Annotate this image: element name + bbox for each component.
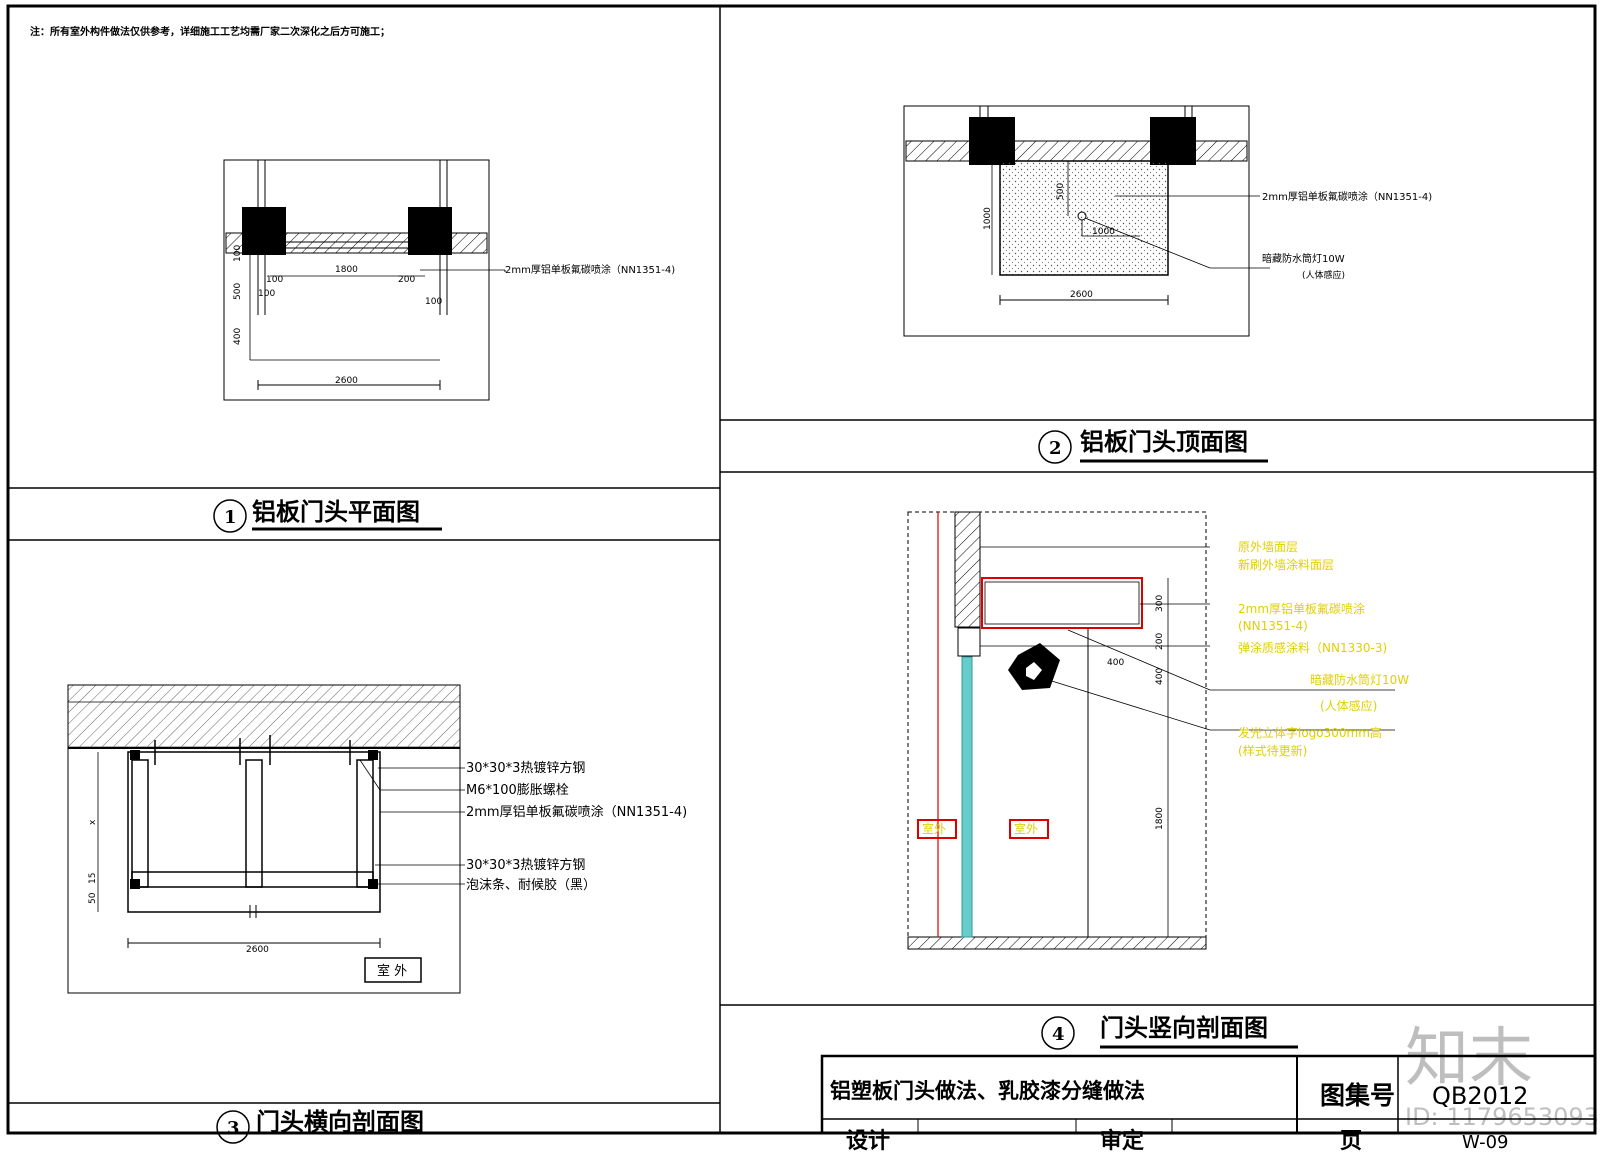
p4-dim-300: 300 xyxy=(1155,595,1165,612)
p3-label-steel-1: 30*30*3热镀锌方钢 xyxy=(466,760,585,776)
p3-label-steel-2: 30*30*3热镀锌方钢 xyxy=(466,857,585,873)
p1-title: 铝板门头平面图 xyxy=(252,497,420,526)
p3-title-circle xyxy=(216,1110,250,1144)
p2-dim-1000b: 1000 xyxy=(1092,227,1115,237)
p1-dim-100c: 100 xyxy=(258,289,275,299)
p4-label-logo-sub: (样式待更新) xyxy=(1238,743,1307,758)
p4-label-panel: 2mm厚铝单板氟碳喷涂 xyxy=(1238,601,1365,616)
titleblock-review: 审定 xyxy=(1100,1128,1144,1154)
p4-dim-400b: 400 xyxy=(1155,668,1165,685)
p1-dim-200: 200 xyxy=(398,275,415,285)
p3-dim-2600: 2600 xyxy=(246,945,269,955)
p1-dim-500: 500 xyxy=(233,283,243,300)
sheet-note: 注：所有室外构件做法仅供参考，详细施工工艺均需厂家二次深化之后方可施工； xyxy=(30,25,390,38)
titleblock-title: 铝塑板门头做法、乳胶漆分缝做法 xyxy=(830,1078,1145,1103)
p2-label-light-sub: (人体感应) xyxy=(1302,269,1345,281)
p4-label-light: 暗藏防水筒灯10W xyxy=(1310,672,1409,687)
p3-num: 3 xyxy=(227,1118,240,1139)
titleblock-page-value: W-09 xyxy=(1462,1132,1508,1153)
p2-title: 铝板门头顶面图 xyxy=(1080,427,1248,456)
p2-dim-500: 500 xyxy=(1056,183,1066,200)
p3-outdoor-label: 室 外 xyxy=(377,963,407,979)
p3-label-panel: 2mm厚铝单板氟碳喷涂（NN1351-4) xyxy=(466,804,687,820)
p4-red-label-1: 室外 xyxy=(922,821,946,836)
panel-2-drawing xyxy=(903,105,1270,337)
p4-label-logo: 发光立体字logo300mm高 xyxy=(1238,725,1382,740)
sheet-border xyxy=(6,4,1597,1135)
title-block xyxy=(820,1054,1597,1135)
p1-title-circle xyxy=(213,499,247,533)
p1-dim-1800: 1800 xyxy=(335,265,358,275)
p1-dim-100d: 100 xyxy=(425,297,442,307)
p2-num: 2 xyxy=(1049,438,1062,459)
p3-label-sealant: 泡沫条、耐候胶（黑） xyxy=(466,877,596,893)
p4-dim-400: 400 xyxy=(1107,658,1124,668)
p4-label-light-sub: (人体感应) xyxy=(1320,698,1377,713)
p1-dim-100a: 100 xyxy=(233,245,243,262)
p2-dim-2600: 2600 xyxy=(1070,290,1093,300)
p3-dim-50: 50 xyxy=(88,892,98,904)
panel-3-drawing xyxy=(67,684,465,994)
titleblock-atlas-label: 图集号 xyxy=(1320,1081,1395,1110)
p2-label-panel: 2mm厚铝单板氟碳喷涂（NN1351-4) xyxy=(1262,190,1432,203)
titleblock-design: 设计 xyxy=(846,1128,890,1154)
titleblock-page: 页 xyxy=(1340,1128,1362,1154)
p4-title: 门头竖向剖面图 xyxy=(1100,1013,1268,1042)
titleblock-atlas-value: QB2012 xyxy=(1432,1082,1528,1110)
p3-label-bolt: M6*100膨胀螺栓 xyxy=(466,783,569,798)
p3-title: 门头横向剖面图 xyxy=(256,1107,424,1136)
p1-num: 1 xyxy=(224,507,237,528)
p2-title-circle xyxy=(1038,430,1072,464)
p1-label-panel: 2mm厚铝单板氟碳喷涂（NN1351-4) xyxy=(505,263,675,276)
p4-label-panel-code: (NN1351-4) xyxy=(1238,619,1308,633)
p4-label-texture: 弹涂质感涂料（NN1330-3) xyxy=(1238,640,1387,655)
watermark-group: 知末 ID: 1179653093 xyxy=(1405,1022,1599,1131)
panel-4-drawing xyxy=(907,511,1395,950)
p4-label-old-wall: 原外墙面层 xyxy=(1238,540,1298,554)
p3-dim-x: x xyxy=(88,819,98,825)
p4-dim-200: 200 xyxy=(1155,633,1165,650)
p4-title-circle xyxy=(1041,1016,1075,1050)
p4-label-new-paint: 新刷外墙涂料面层 xyxy=(1238,557,1334,572)
watermark-id: ID: 1179653093 xyxy=(1405,1103,1599,1131)
p2-label-light: 暗藏防水筒灯10W xyxy=(1262,252,1345,265)
p1-dim-2600: 2600 xyxy=(335,376,358,386)
p1-dim-400: 400 xyxy=(233,328,243,345)
p4-dim-1800: 1800 xyxy=(1155,807,1165,830)
p4-red-label-2: 室外 xyxy=(1014,821,1038,836)
p1-dim-100b: 100 xyxy=(266,275,283,285)
p2-dim-1000: 1000 xyxy=(983,207,993,230)
watermark-brand: 知末 xyxy=(1405,1022,1533,1096)
panel-1-drawing xyxy=(223,159,506,401)
p4-num: 4 xyxy=(1052,1024,1065,1045)
p3-dim-15: 15 xyxy=(88,873,98,884)
